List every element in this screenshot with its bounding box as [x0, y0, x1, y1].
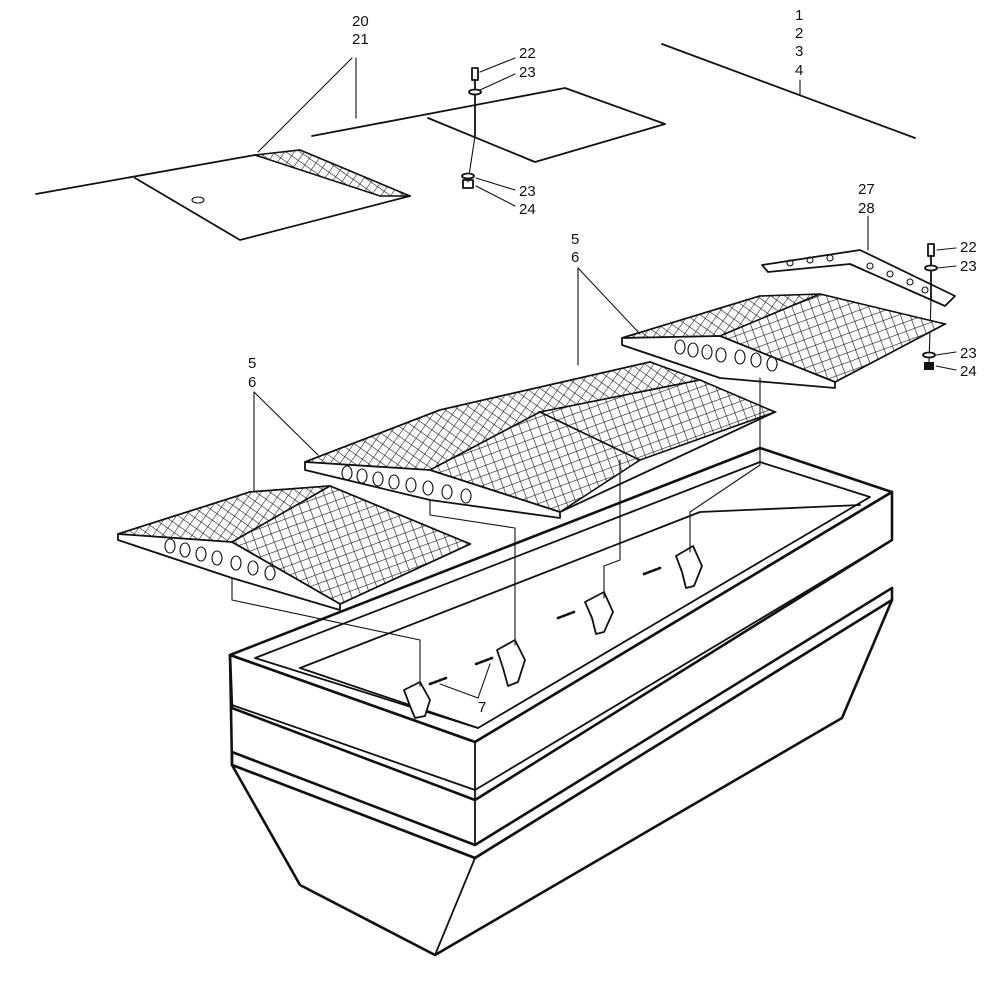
callout-23: 23: [519, 183, 536, 200]
bolt-stack-top: [461, 67, 482, 189]
top-right-rail-line: [661, 43, 916, 139]
leader-lines: [253, 57, 957, 699]
callout-22: 22: [519, 45, 536, 62]
callout-4: 4: [795, 62, 803, 79]
callout-22: 22: [960, 239, 977, 256]
callout-3: 3: [795, 43, 803, 60]
callout-28: 28: [858, 200, 875, 217]
callout-21: 21: [352, 31, 369, 48]
grate-section-middle: [304, 361, 778, 519]
right-mounting-strip: [761, 249, 956, 307]
pins: [428, 566, 662, 686]
grate-section-left: [117, 485, 472, 611]
callout-20: 20: [352, 13, 369, 30]
callout-23: 23: [519, 64, 536, 81]
callout-23: 23: [960, 345, 977, 362]
callout-24: 24: [519, 201, 536, 218]
grate-section-right: [621, 293, 948, 389]
callout-24: 24: [960, 363, 977, 380]
callout-6: 6: [571, 249, 579, 266]
top-left-cover-panel: [35, 149, 411, 241]
callout-5: 5: [571, 231, 579, 248]
callout-6: 6: [248, 374, 256, 391]
callout-27: 27: [858, 181, 875, 198]
trough-body: [228, 446, 894, 957]
callout-1: 1: [795, 7, 803, 24]
callout-7: 7: [478, 699, 486, 716]
top-middle-cover-panel: [311, 87, 666, 163]
callout-23: 23: [960, 258, 977, 275]
callout-2: 2: [795, 25, 803, 42]
callout-5: 5: [248, 355, 256, 372]
bolt-stack-right: [922, 243, 938, 370]
mounting-brackets: [403, 545, 703, 719]
assembly-lines: [231, 377, 761, 687]
